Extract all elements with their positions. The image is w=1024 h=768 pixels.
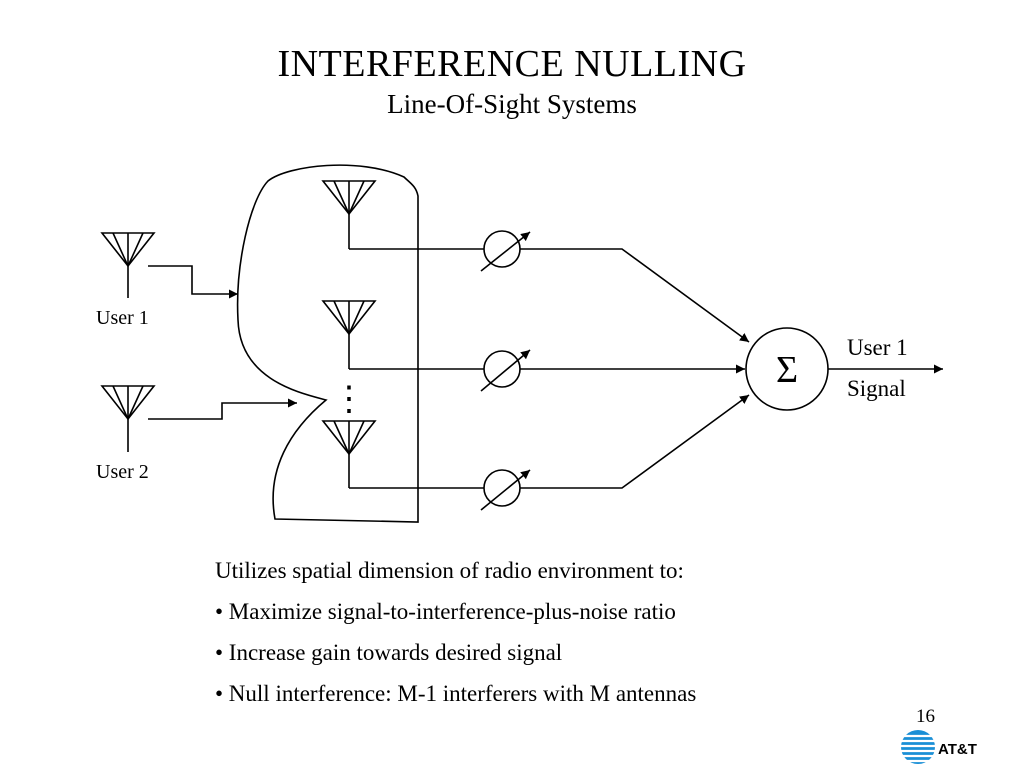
user1-label: User 1 — [96, 307, 149, 329]
bullet-item: • Increase gain towards desired signal — [215, 640, 563, 665]
array-antenna-2-icon — [321, 300, 377, 369]
user2-label: User 2 — [96, 461, 149, 483]
branch-3-path — [520, 394, 750, 489]
weight-3-icon — [480, 469, 531, 511]
bullet-list: Utilizes spatial dimension of radio envi… — [215, 550, 696, 714]
output-label-line1: User 1 — [847, 335, 908, 360]
bullet-intro: Utilizes spatial dimension of radio envi… — [215, 558, 684, 583]
bullet-item: • Maximize signal-to-interference-plus-n… — [215, 599, 676, 624]
ellipsis-dots: ⋮ — [332, 381, 366, 418]
user2-signal-path — [148, 398, 297, 420]
slide-title: INTERFERENCE NULLING — [277, 43, 747, 85]
slide-subtitle: Line-Of-Sight Systems — [387, 89, 637, 119]
branch-1-path — [520, 248, 750, 343]
user1-signal-path — [148, 265, 238, 299]
output-label-line2: Signal — [847, 376, 906, 401]
weight-2-icon — [480, 349, 531, 392]
user1-antenna-icon — [100, 232, 156, 298]
att-globe-icon — [901, 730, 935, 764]
logo-text: AT&T — [938, 741, 977, 758]
array-antenna-3-icon — [321, 420, 377, 488]
att-logo: AT&T — [901, 730, 977, 764]
array-enclosure — [236, 164, 419, 523]
user2-antenna-icon — [100, 385, 156, 452]
page-number: 16 — [916, 706, 935, 727]
weight-1-icon — [480, 230, 531, 272]
summer-symbol: Σ — [776, 349, 798, 391]
bullet-item: • Null interference: M-1 interferers wit… — [215, 681, 697, 706]
array-antenna-1-icon — [321, 180, 377, 249]
